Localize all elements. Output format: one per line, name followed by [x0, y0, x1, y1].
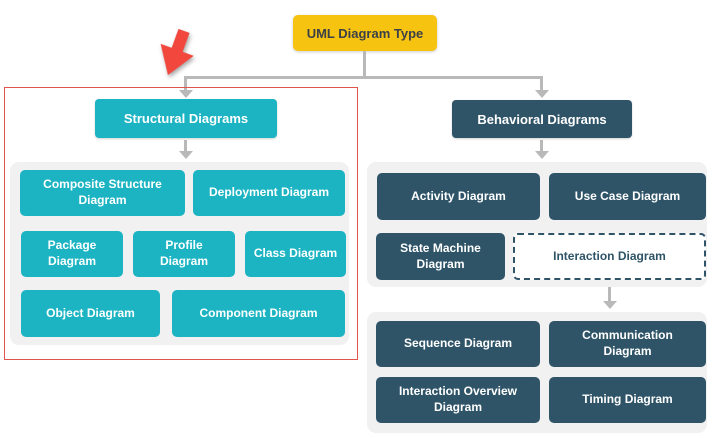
node-state-machine-diagram: State Machine Diagram: [376, 233, 505, 280]
connector-to-structural: [184, 78, 187, 91]
node-activity-diagram: Activity Diagram: [377, 173, 540, 220]
node-deployment-diagram: Deployment Diagram: [193, 170, 345, 216]
structural-highlight-rectangle: [4, 87, 358, 360]
red-arrow-icon: [160, 28, 194, 76]
node-sequence-diagram: Sequence Diagram: [376, 321, 540, 367]
node-interaction-overview-diagram: Interaction Overview Diagram: [376, 377, 540, 423]
node-component-diagram: Component Diagram: [172, 290, 345, 337]
arrowhead-down-icon: [179, 90, 193, 98]
node-interaction-diagram: Interaction Diagram: [513, 233, 706, 280]
connector-behavioral-to-panel: [540, 140, 543, 152]
connector-interaction-to-children: [608, 283, 611, 302]
structural-diagrams-header: Structural Diagrams: [95, 99, 277, 138]
arrowhead-down-icon: [603, 301, 617, 309]
arrowhead-down-icon: [535, 151, 549, 159]
connector-horizontal: [184, 76, 543, 79]
node-use-case-diagram: Use Case Diagram: [549, 173, 706, 220]
node-timing-diagram: Timing Diagram: [549, 377, 706, 423]
behavioral-diagrams-header: Behavioral Diagrams: [452, 100, 632, 138]
node-class-diagram: Class Diagram: [245, 231, 346, 277]
node-composite-structure-diagram: Composite Structure Diagram: [20, 170, 185, 216]
node-profile-diagram: Profile Diagram: [133, 231, 235, 277]
connector-to-behavioral: [540, 78, 543, 91]
arrowhead-down-icon: [535, 90, 549, 98]
node-package-diagram: Package Diagram: [21, 231, 123, 277]
root-node-uml-diagram-type: UML Diagram Type: [293, 15, 437, 51]
arrowhead-down-icon: [179, 151, 193, 159]
connector-root-stem: [363, 51, 366, 77]
node-object-diagram: Object Diagram: [21, 290, 160, 337]
connector-structural-to-panel: [184, 140, 187, 152]
node-communication-diagram: Communication Diagram: [549, 321, 706, 367]
